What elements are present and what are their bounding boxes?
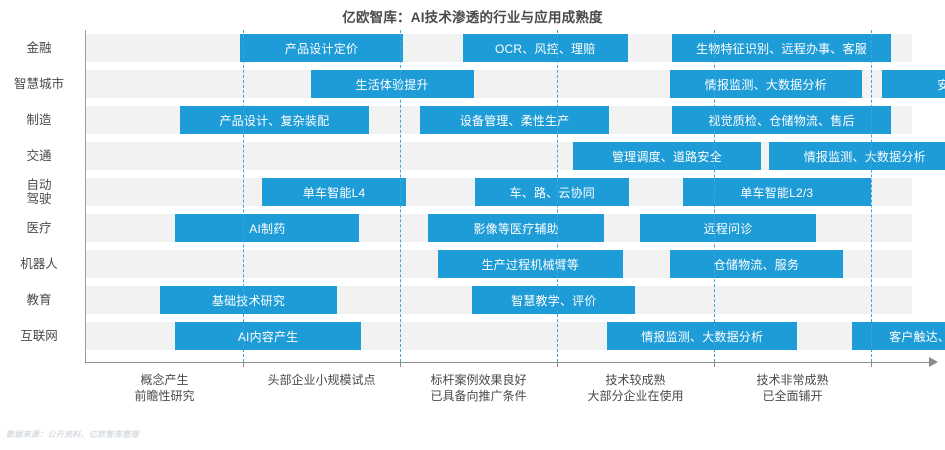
chart-bar[interactable]: 情报监测、大数据分析 — [607, 322, 798, 350]
x-axis-label-1: 概念产生 前瞻性研究 — [134, 373, 195, 404]
chart-bar[interactable]: 设备管理、柔性生产 — [420, 106, 609, 134]
page-title: 亿欧智库：AI技术渗透的行业与应用成熟度 — [342, 10, 603, 25]
row-label-7: 机器人 — [20, 257, 58, 271]
chart-row: 互联网 AI内容产生 情报监测、大数据分析 客户触达、智慧营销 — [0, 318, 945, 354]
x-tick-3 — [557, 362, 558, 367]
x-axis-label-3: 标杆案例效果良好 已具备向推广条件 — [430, 373, 527, 404]
gridline-2 — [400, 30, 401, 362]
chart-bar[interactable]: 产品设计、复杂装配 — [180, 106, 369, 134]
gridline-4 — [714, 30, 715, 362]
chart-bar[interactable]: 情报监测、大数据分析 — [670, 70, 862, 98]
chart-bar[interactable]: 情报监测、大数据分析 — [768, 142, 945, 170]
row-label-1: 金融 — [26, 41, 52, 55]
y-axis-line — [85, 30, 86, 362]
chart-bar[interactable]: 单车智能L4 — [261, 178, 407, 206]
x-axis-label-4: 技术较成熟 大部分企业在使用 — [587, 373, 684, 404]
row-label-3: 制造 — [26, 113, 52, 127]
chart-row: 制造 产品设计、复杂装配 设备管理、柔性生产 视觉质检、仓储物流、售后 — [0, 102, 945, 138]
chart-row: 医疗 AI制药 影像等医疗辅助 远程问诊 — [0, 210, 945, 246]
chart-row: 机器人 生产过程机械臂等 仓储物流、服务 — [0, 246, 945, 282]
chart-row: 交通 管理调度、道路安全情报监测、大数据分析 — [0, 138, 945, 174]
source-note: 数据来源：公开资料、亿欧智库整理 — [6, 430, 139, 439]
x-axis-label-5: 技术非常成熟 已全面铺开 — [756, 373, 829, 404]
chart-bar[interactable]: 仓储物流、服务 — [670, 250, 843, 278]
row-label-6: 医疗 — [26, 221, 52, 235]
chart-bar[interactable]: 视觉质检、仓储物流、售后 — [671, 106, 892, 134]
chart-bar[interactable]: 产品设计定价 — [239, 34, 404, 62]
chart-bar[interactable]: 基础技术研究 — [159, 286, 338, 314]
chart-bar[interactable]: 生物特征识别、远程办事、客服 — [671, 34, 892, 62]
gridline-5 — [871, 30, 872, 362]
chart-bar[interactable]: 管理调度、道路安全 — [572, 142, 762, 170]
chart-plot-area: 金融 产品设计定价 OCR、风控、理赔 生物特征识别、远程办事、客服智慧城市 生活体验提… — [0, 30, 945, 362]
row-label-9: 互联网 — [20, 329, 58, 343]
chart-bar[interactable]: 单车智能L2/3 — [682, 178, 871, 206]
chart-bar[interactable]: 车、路、云协同 — [475, 178, 630, 206]
chart-bar[interactable]: AI内容产生 — [175, 322, 361, 350]
chart-row: 智慧城市 生活体验提升 情报监测、大数据分析安防 — [0, 66, 945, 102]
row-label-5: 自动 驾驶 — [26, 178, 52, 206]
x-tick-5 — [871, 362, 872, 367]
row-label-8: 教育 — [26, 293, 52, 307]
chart-row: 金融 产品设计定价 OCR、风控、理赔 生物特征识别、远程办事、客服 — [0, 30, 945, 66]
x-axis-line — [85, 362, 930, 363]
chart-bar[interactable]: 智慧教学、评价 — [472, 286, 636, 314]
chart-row: 自动 驾驶 单车智能L4 车、路、云协同 单车智能L2/3 — [0, 174, 945, 210]
chart-bar[interactable]: OCR、风控、理赔 — [462, 34, 628, 62]
chart-bar[interactable]: 安防 — [881, 70, 945, 98]
x-tick-4 — [714, 362, 715, 367]
x-tick-2 — [400, 362, 401, 367]
row-label-4: 交通 — [26, 149, 52, 163]
chart-bar[interactable]: 远程问诊 — [640, 214, 817, 242]
chart-bar[interactable]: 生活体验提升 — [310, 70, 474, 98]
chart-bar[interactable]: 客户触达、智慧营销 — [852, 322, 945, 350]
chart-bar[interactable]: 生产过程机械臂等 — [437, 250, 623, 278]
x-tick-1 — [243, 362, 244, 367]
row-label-2: 智慧城市 — [13, 77, 64, 91]
chart-bar[interactable]: 影像等医疗辅助 — [428, 214, 605, 242]
x-axis-arrow-icon — [929, 357, 938, 367]
chart-row: 教育 基础技术研究 智慧教学、评价 — [0, 282, 945, 318]
chart-bar[interactable]: AI制药 — [175, 214, 360, 242]
gridline-1 — [243, 30, 244, 362]
gridline-3 — [557, 30, 558, 362]
x-axis-label-2: 头部企业小规模试点 — [267, 373, 376, 387]
